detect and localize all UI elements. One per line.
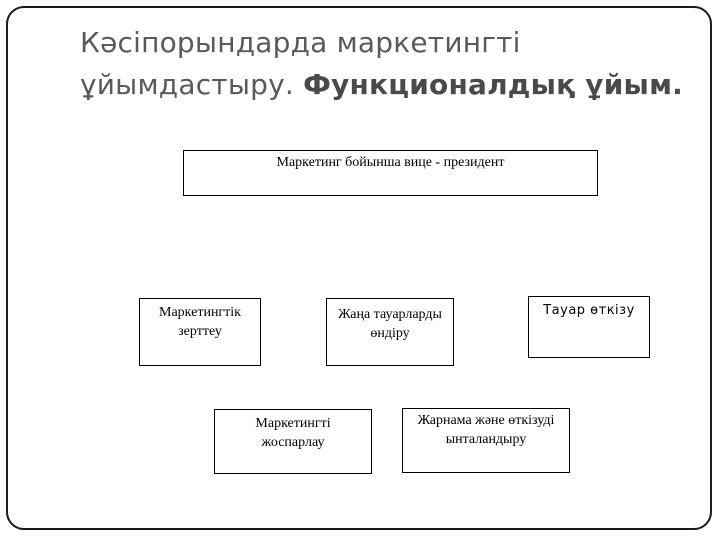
vice-president-label: Маркетинг бойынша вице - президент (276, 155, 505, 170)
title-bold: Функционалдық ұйым. (303, 68, 684, 101)
title-regular: Кәсіпорындарда маркетингті ұйымдастыру. (80, 26, 521, 101)
box-advertising: Жарнама және өткізуді ынталандыру (402, 408, 570, 473)
new-products-label: Жаңа тауарларды өндіру (338, 307, 442, 341)
advertising-label: Жарнама және өткізуді ынталандыру (417, 413, 555, 447)
box-planning: Маркетингті жоспарлау (214, 409, 372, 474)
slide-frame (6, 6, 712, 530)
box-vice-president: Маркетинг бойынша вице - президент (183, 150, 598, 196)
planning-label: Маркетингті жоспарлау (255, 416, 331, 450)
research-label: Маркетингтік зерттеу (159, 305, 241, 339)
box-research: Маркетингтік зерттеу (139, 298, 261, 366)
slide-title: Кәсіпорындарда маркетингті ұйымдастыру. … (80, 22, 700, 106)
sales-label: Тауар өткізу (543, 303, 635, 318)
box-new-products: Жаңа тауарларды өндіру (326, 298, 454, 366)
box-sales: Тауар өткізу (528, 296, 650, 358)
